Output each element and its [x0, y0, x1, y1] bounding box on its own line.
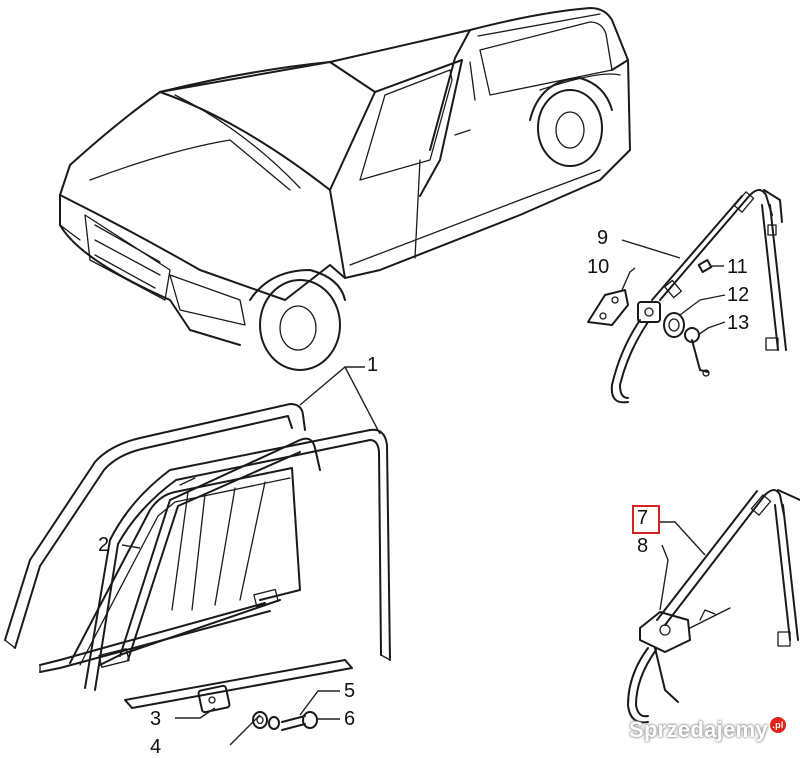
callout-label-2: 2 — [98, 534, 110, 556]
callout-label-4: 4 — [150, 736, 162, 758]
callout-label-8: 8 — [637, 535, 649, 557]
watermark-badge: .pl — [770, 717, 786, 733]
lower-window-regulator — [627, 489, 800, 724]
callout-label-13: 13 — [727, 312, 750, 334]
callout-label-7: 7 — [637, 507, 649, 529]
callout-label-9: 9 — [597, 227, 609, 249]
highlight-box — [632, 505, 660, 534]
callout-label-3: 3 — [150, 708, 162, 730]
car-illustration — [59, 7, 631, 371]
callout-label-10: 10 — [587, 256, 610, 278]
callout-label-5: 5 — [344, 680, 356, 702]
leader-lines — [121, 239, 726, 746]
callout-label-12: 12 — [727, 284, 750, 306]
callout-label-1: 1 — [367, 354, 379, 376]
watermark-text: Sprzedajemy — [628, 717, 768, 742]
window-glass-assembly — [4, 403, 391, 709]
callout-label-11: 11 — [727, 256, 748, 278]
fastener-parts — [197, 684, 318, 731]
upper-window-regulator — [587, 189, 787, 404]
watermark-logo: Sprzedajemy.pl — [629, 717, 786, 743]
callout-label-6: 6 — [344, 708, 356, 730]
